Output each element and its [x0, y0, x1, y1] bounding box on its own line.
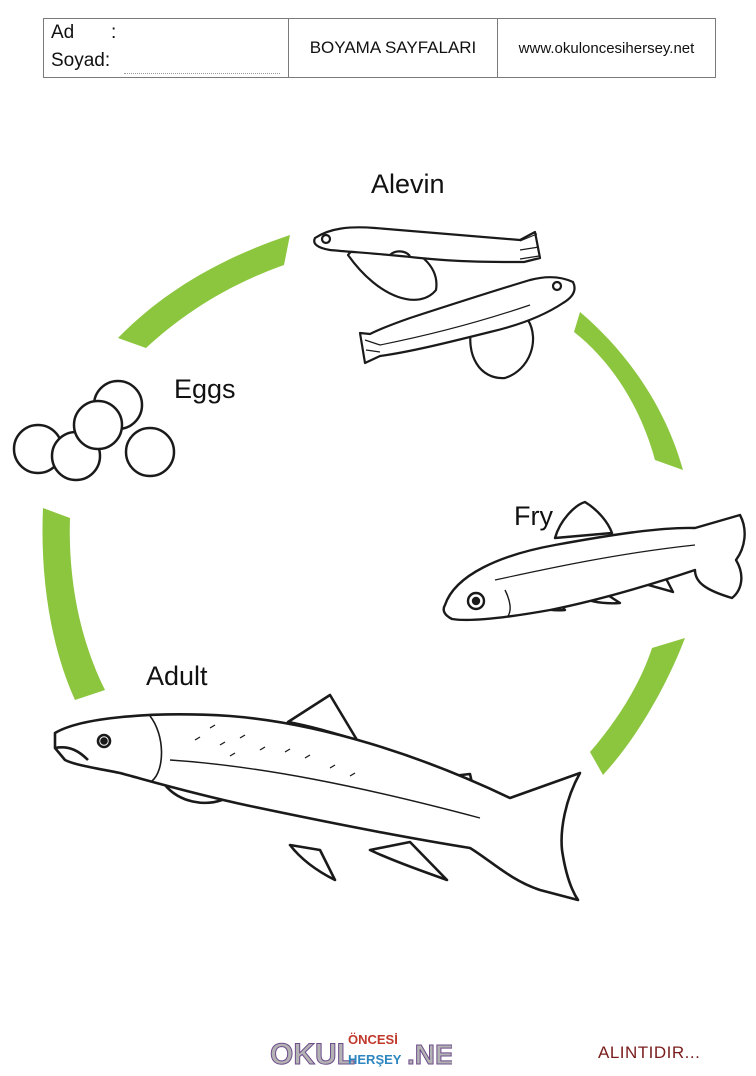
label-eggs: Eggs — [174, 374, 236, 404]
page-title: BOYAMA SAYFALARI — [309, 38, 477, 57]
label-alevin: Alevin — [371, 169, 445, 199]
alevin-illustration-2 — [358, 276, 576, 380]
arrow-adult-to-eggs — [42, 508, 105, 700]
surname-line — [124, 73, 280, 74]
egg-5 — [124, 426, 176, 478]
svg-text:HERŞEY: HERŞEY — [348, 1052, 402, 1067]
label-fry: Fry — [514, 501, 553, 531]
arrow-eggs-to-alevin — [118, 235, 290, 348]
website-cell: www.okuloncesihersey.net — [498, 19, 715, 77]
egg-4 — [72, 399, 124, 451]
fry-illustration — [442, 500, 746, 622]
surname-label: Soyad: — [51, 50, 111, 71]
adult-salmon-illustration — [53, 693, 582, 902]
eggs-illustration — [12, 379, 176, 482]
name-colon: : — [111, 22, 117, 43]
svg-text:ÖNCESİ: ÖNCESİ — [348, 1032, 398, 1047]
okul-oncesi-hersey-logo: OKUL ÖNCESİ HERŞEY .NET — [270, 1032, 452, 1072]
name-row: Ad : — [51, 22, 116, 44]
cycle-arrows — [42, 235, 685, 775]
header-table: Ad : Soyad: BOYAMA SAYFALARI www.okulonc… — [43, 18, 716, 78]
surname-row: Soyad: — [51, 50, 110, 72]
title-cell: BOYAMA SAYFALARI — [289, 19, 498, 77]
credit-text: ALINTIDIR... — [598, 1043, 701, 1062]
arrow-alevin-to-fry — [574, 312, 683, 470]
svg-text:.NET: .NET — [407, 1039, 452, 1070]
svg-text:OKUL: OKUL — [270, 1038, 355, 1071]
arrow-fry-to-adult — [590, 638, 685, 775]
alevin-illustration-1 — [313, 226, 542, 301]
student-name-cell: Ad : Soyad: — [44, 19, 289, 77]
label-adult: Adult — [146, 661, 208, 691]
website-text: www.okuloncesihersey.net — [518, 39, 695, 57]
name-label: Ad — [51, 22, 75, 43]
